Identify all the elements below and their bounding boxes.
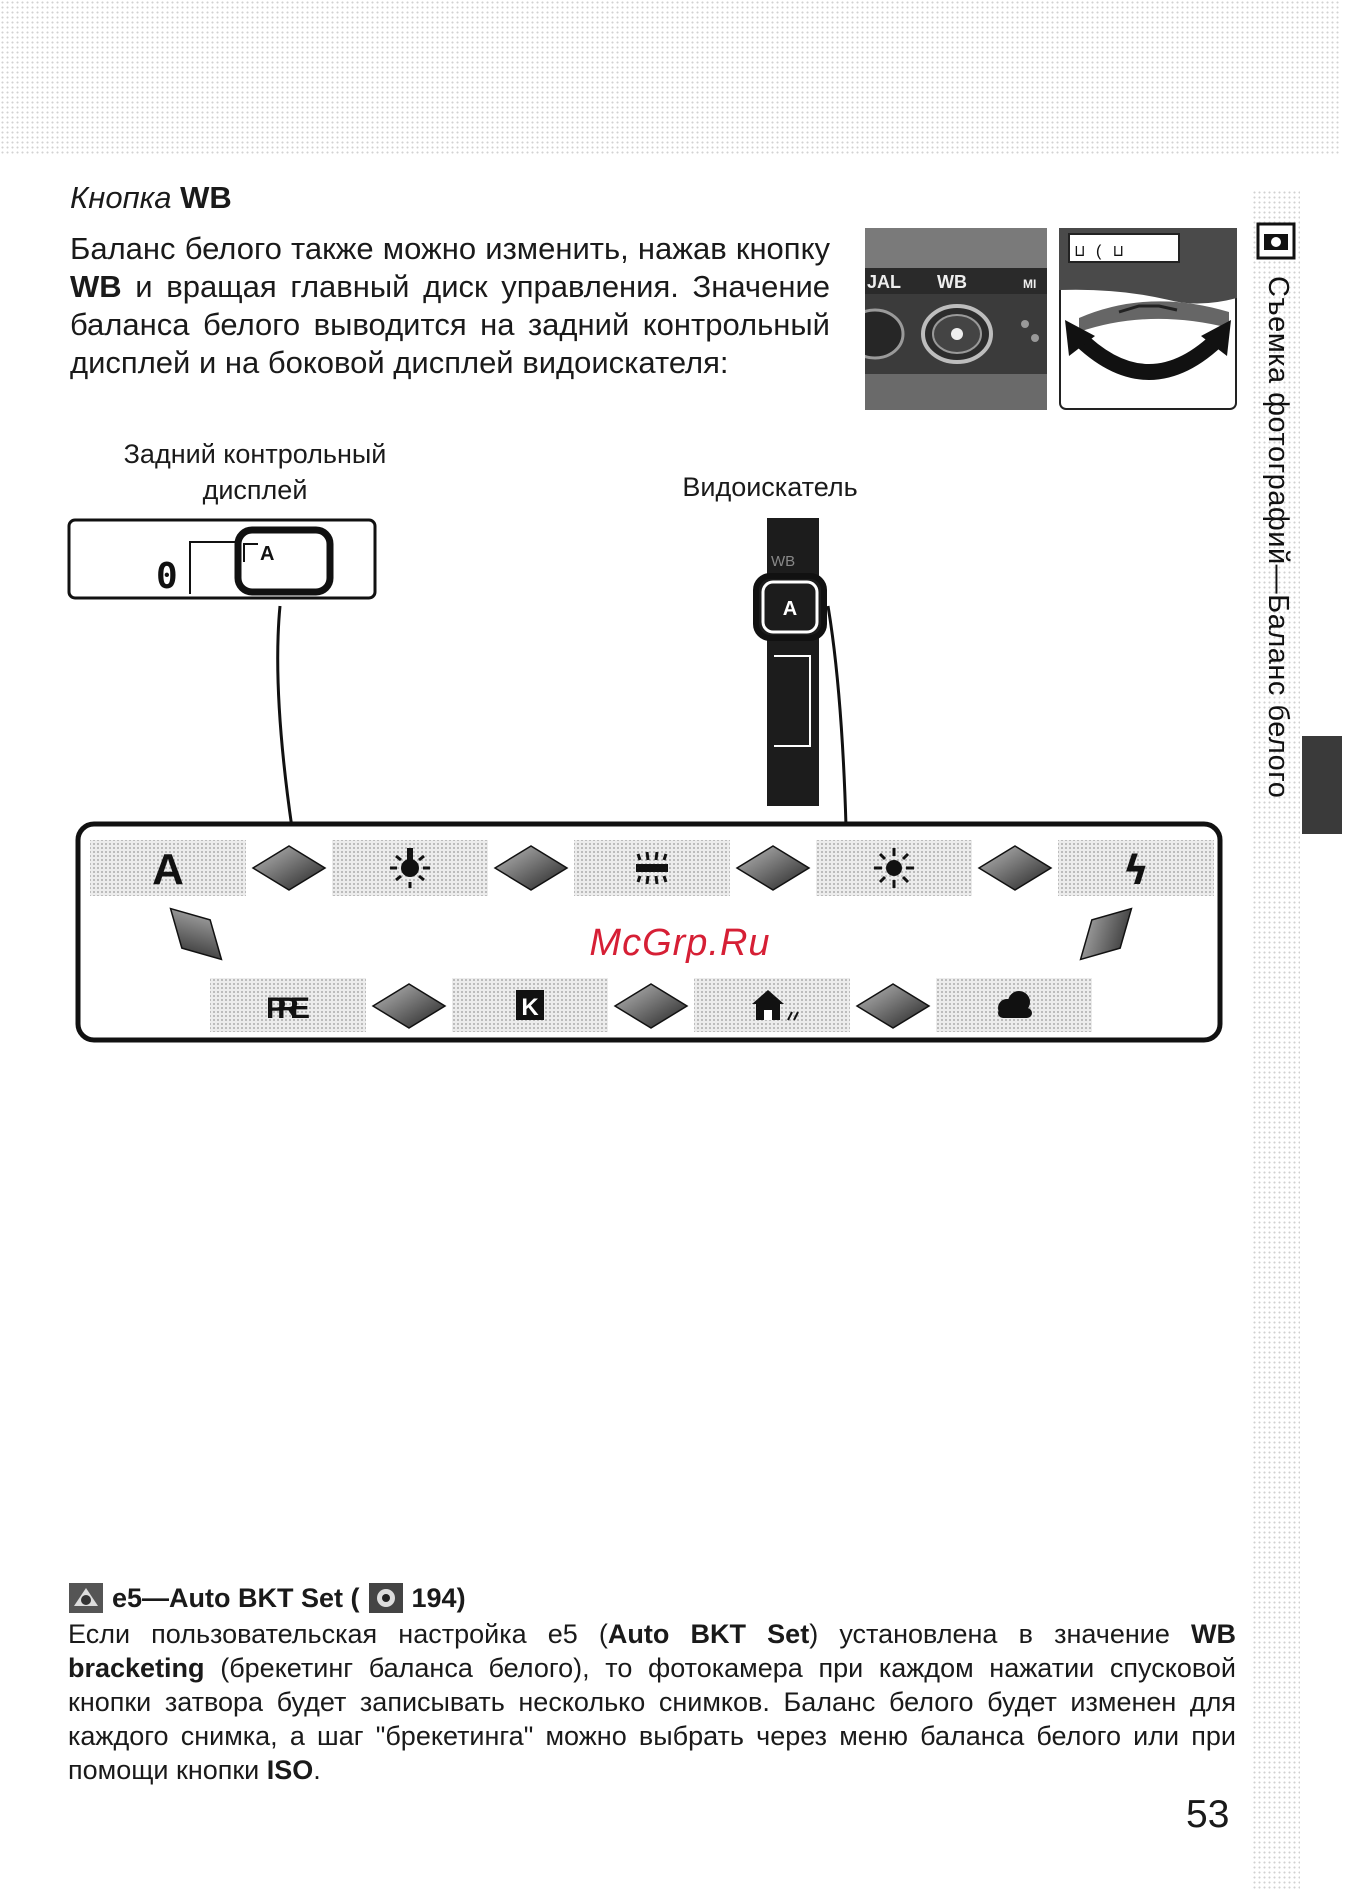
side-halftone-strip xyxy=(1252,190,1300,1891)
cycle-cell-flash xyxy=(1058,840,1214,896)
cycle-cell-auto xyxy=(90,840,246,896)
kelvin-badge xyxy=(516,990,544,1020)
cycle-arrow-4 xyxy=(977,845,1053,891)
cycle-label-auto: A xyxy=(152,845,184,894)
cycle-cell-preset xyxy=(210,978,366,1032)
note-text-4: . xyxy=(313,1755,321,1785)
viewfinder-leader-line xyxy=(826,605,848,827)
shade-icon xyxy=(752,990,799,1021)
cycle-arrow-1 xyxy=(251,845,327,891)
intro-paragraph: Баланс белого также можно изменить, нажа… xyxy=(70,230,830,382)
heading-strong: WB xyxy=(180,180,232,215)
incandescent-icon xyxy=(390,848,430,888)
viewfinder-display: WB A xyxy=(753,518,827,806)
rear-control-display: 0 A xyxy=(67,518,377,600)
note-text-1: Если пользовательская настройка e5 ( xyxy=(68,1619,608,1649)
chapter-title: Съемка фотографий—Баланс белого xyxy=(1262,276,1294,799)
watermark-text: McGrp.Ru xyxy=(589,922,771,964)
rear-caption-line1: Задний контрольный xyxy=(123,439,387,469)
cycle-arrow-6 xyxy=(613,983,689,1029)
lcd-mini-text: ⊔ ( ⊔ xyxy=(1075,243,1123,261)
cycle-arrow-7 xyxy=(855,983,931,1029)
cloudy-icon xyxy=(998,991,1032,1018)
wb-cycle-diagram: 0 A WB A A xyxy=(67,518,1223,1043)
cycle-arrow-diagonal-right xyxy=(1079,907,1133,961)
photo-label-right: MI xyxy=(1023,277,1036,291)
rear-display-caption: Задний контрольный дисплей xyxy=(90,436,420,508)
rear-display-digit: 0 xyxy=(156,556,178,597)
intro-bold-wb: WB xyxy=(70,269,122,304)
fluorescent-icon xyxy=(636,851,668,885)
intro-text-2: и вращая главный диск управления. Значен… xyxy=(70,269,830,380)
note-bold-3: ISO xyxy=(266,1755,314,1785)
heading-prefix: Кнопка xyxy=(70,180,172,215)
note-heading: e5—Auto BKT Set ( 194) xyxy=(68,1582,466,1614)
custom-setting-icon xyxy=(69,1583,103,1613)
note-paragraph: Если пользовательская настройка e5 (Auto… xyxy=(68,1617,1236,1787)
chapter-tab-marker xyxy=(1302,736,1342,834)
page-number: 53 xyxy=(1186,1793,1230,1836)
intro-text-1: Баланс белого также можно изменить, нажа… xyxy=(70,231,830,266)
rear-caption-line2: дисплей xyxy=(202,475,308,505)
photo-label-left: JAL xyxy=(867,272,901,292)
cycle-arrow-diagonal-left xyxy=(169,907,223,961)
cycle-arrow-2 xyxy=(493,845,569,891)
flash-icon: ϟ xyxy=(1123,848,1149,894)
note-bold-2: WB bracketing xyxy=(68,1619,1236,1683)
page-reference-icon xyxy=(368,1583,403,1613)
note-bold-1: Auto BKT Set xyxy=(607,1619,810,1649)
direct-sunlight-icon xyxy=(874,848,914,888)
camera-chapter-icon xyxy=(1256,222,1296,260)
top-halftone-band xyxy=(0,0,1340,155)
viewfinder-wb-label: WB xyxy=(771,553,795,570)
note-page-ref: 194) xyxy=(411,1582,466,1613)
cycle-label-kelvin: K xyxy=(521,994,539,1021)
command-dial-photo: ⊔ ( ⊔ xyxy=(1059,228,1237,410)
rear-display-mode: A xyxy=(260,543,274,565)
note-title: e5—Auto BKT Set ( xyxy=(112,1582,360,1613)
rear-leader-line xyxy=(276,605,294,829)
viewfinder-mode: A xyxy=(783,598,797,620)
photo-label-wb: WB xyxy=(937,272,967,292)
note-text-3: (брекетинг баланса белого), то фотокамер… xyxy=(68,1653,1236,1785)
viewfinder-caption: Видоискатель xyxy=(682,472,858,502)
section-heading: Кнопка WB xyxy=(70,180,232,216)
cycle-arrow-3 xyxy=(735,845,811,891)
cycle-label-preset: PRE xyxy=(266,992,310,1025)
wb-button-photo: JAL WB MI xyxy=(865,228,1047,410)
note-text-2: ) установлена в значение xyxy=(809,1619,1192,1649)
cycle-arrow-5 xyxy=(371,983,447,1029)
